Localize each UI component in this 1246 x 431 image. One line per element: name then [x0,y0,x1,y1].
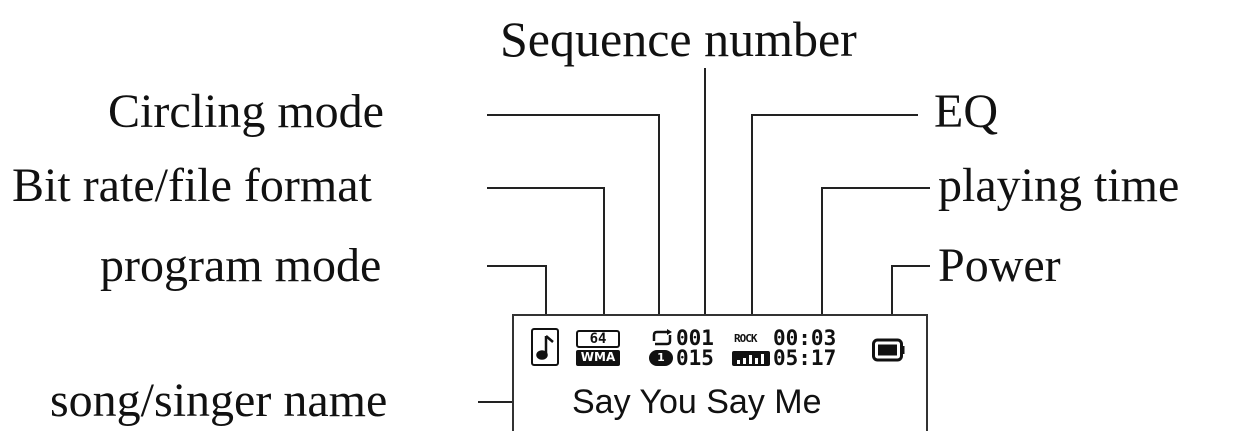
elapsed-time: 00:03 [773,326,837,350]
eq-preset: ROCK [734,332,757,345]
sequence-total: 015 [676,346,714,370]
sequence-number-label: Sequence number [500,11,857,67]
music-note-icon [531,328,559,366]
eq-label: EQ [934,85,998,138]
bit-rate-leader [487,187,605,338]
battery-icon [872,337,906,368]
file-format-badge: WMA [576,350,620,366]
playing-time-leader [821,187,930,340]
song-singer-name-label: song/singer name [50,374,388,427]
circling-mode-label: Circling mode [108,85,384,138]
playing-time-label: playing time [938,159,1180,212]
eq-bars-icon [732,351,770,366]
repeat-icon [650,329,674,352]
circling-indicator-badge: 1 [649,350,673,366]
sequence-current: 001 [676,326,714,350]
lcd-display [512,314,928,431]
bit-rate-box: 64 [576,330,620,348]
total-time: 05:17 [773,346,837,370]
song-title: Say You Say Me [572,383,822,421]
power-label: Power [938,239,1061,292]
bit-rate-file-format-label: Bit rate/file format [12,159,372,212]
program-mode-label: program mode [100,239,382,292]
circling-mode-leader [487,114,660,345]
eq-leader [751,114,918,345]
